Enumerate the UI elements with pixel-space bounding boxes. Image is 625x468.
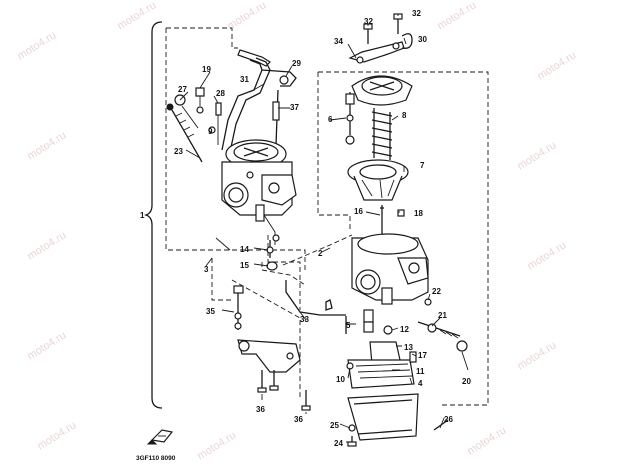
callout-14: 14 — [240, 245, 249, 254]
callout-19: 19 — [202, 65, 211, 74]
throttle-rod-assembly — [221, 49, 297, 153]
group-label: 1 — [140, 211, 145, 220]
watermark-layer: moto4.ru moto4.ru moto4.ru moto4.ru moto… — [15, 0, 578, 463]
callout-35: 35 — [206, 307, 215, 316]
group-outlines — [165, 27, 489, 406]
watermark-text: moto4.ru — [195, 429, 238, 462]
hoses — [285, 280, 346, 316]
callout-7: 7 — [420, 161, 425, 170]
callout-11: 11 — [416, 367, 425, 376]
callout-9: 9 — [208, 127, 213, 136]
callout-32-a: 32 — [364, 17, 373, 26]
callout-15: 15 — [240, 261, 249, 270]
jet-parts — [345, 309, 393, 335]
pilot-screw-parts — [417, 298, 468, 352]
callout-10: 10 — [336, 375, 345, 384]
callout-2: 2 — [318, 249, 323, 258]
watermark-text: moto4.ru — [535, 49, 578, 82]
diagram-code: 3GF110 8090 — [136, 455, 176, 462]
callout-18: 18 — [414, 209, 423, 218]
callout-37: 37 — [290, 103, 299, 112]
callout-36-a: 36 — [256, 405, 265, 414]
watermark-text: moto4.ru — [435, 0, 478, 33]
callout-16: 16 — [354, 207, 363, 216]
callout-22: 22 — [432, 287, 441, 296]
callout-27: 27 — [178, 85, 187, 94]
callout-33: 33 — [300, 315, 309, 324]
callout-30: 30 — [418, 35, 427, 44]
callout-26: 26 — [444, 415, 453, 424]
watermark-text: moto4.ru — [25, 329, 68, 362]
callout-12: 12 — [400, 325, 409, 334]
callout-21: 21 — [438, 311, 447, 320]
watermark-text: moto4.ru — [515, 139, 558, 172]
front-arrow-logo — [146, 429, 174, 445]
callout-25: 25 — [330, 421, 339, 430]
callout-5: 5 — [346, 321, 351, 330]
callout-20: 20 — [462, 377, 471, 386]
callout-13: 13 — [404, 343, 413, 352]
watermark-text: moto4.ru — [15, 29, 58, 62]
leader-lines — [179, 14, 469, 443]
watermark-text: moto4.ru — [515, 339, 558, 372]
callout-28: 28 — [216, 89, 225, 98]
top-cap-assembly — [348, 13, 413, 160]
watermark-text: moto4.ru — [25, 129, 68, 162]
callout-3: 3 — [204, 265, 209, 274]
callout-32-b: 32 — [412, 9, 421, 18]
callout-31: 31 — [240, 75, 249, 84]
watermark-text: moto4.ru — [35, 419, 78, 452]
left-carburetor-body — [221, 139, 297, 245]
callout-labels: 2 3 4 5 6 7 8 9 10 11 12 13 14 15 16 17 … — [174, 9, 471, 448]
assembly-bracket: 1 — [140, 21, 163, 409]
callout-8: 8 — [402, 111, 407, 120]
callout-34: 34 — [334, 37, 343, 46]
needle-parts — [345, 92, 355, 145]
watermark-text: moto4.ru — [465, 424, 508, 457]
callout-24: 24 — [334, 439, 343, 448]
callout-23: 23 — [174, 147, 183, 156]
part-14-15 — [266, 240, 278, 271]
float-bowl — [347, 393, 449, 447]
callout-4: 4 — [418, 379, 423, 388]
callout-17: 17 — [418, 351, 427, 360]
diaphragm-piston — [347, 159, 409, 201]
callout-6: 6 — [328, 115, 333, 124]
watermark-text: moto4.ru — [525, 239, 568, 272]
lower-bracket — [233, 285, 333, 411]
callout-29: 29 — [292, 59, 301, 68]
callout-36-b: 36 — [294, 415, 303, 424]
float-assembly — [346, 341, 417, 389]
right-carburetor-body — [351, 233, 429, 305]
watermark-text: moto4.ru — [25, 229, 68, 262]
